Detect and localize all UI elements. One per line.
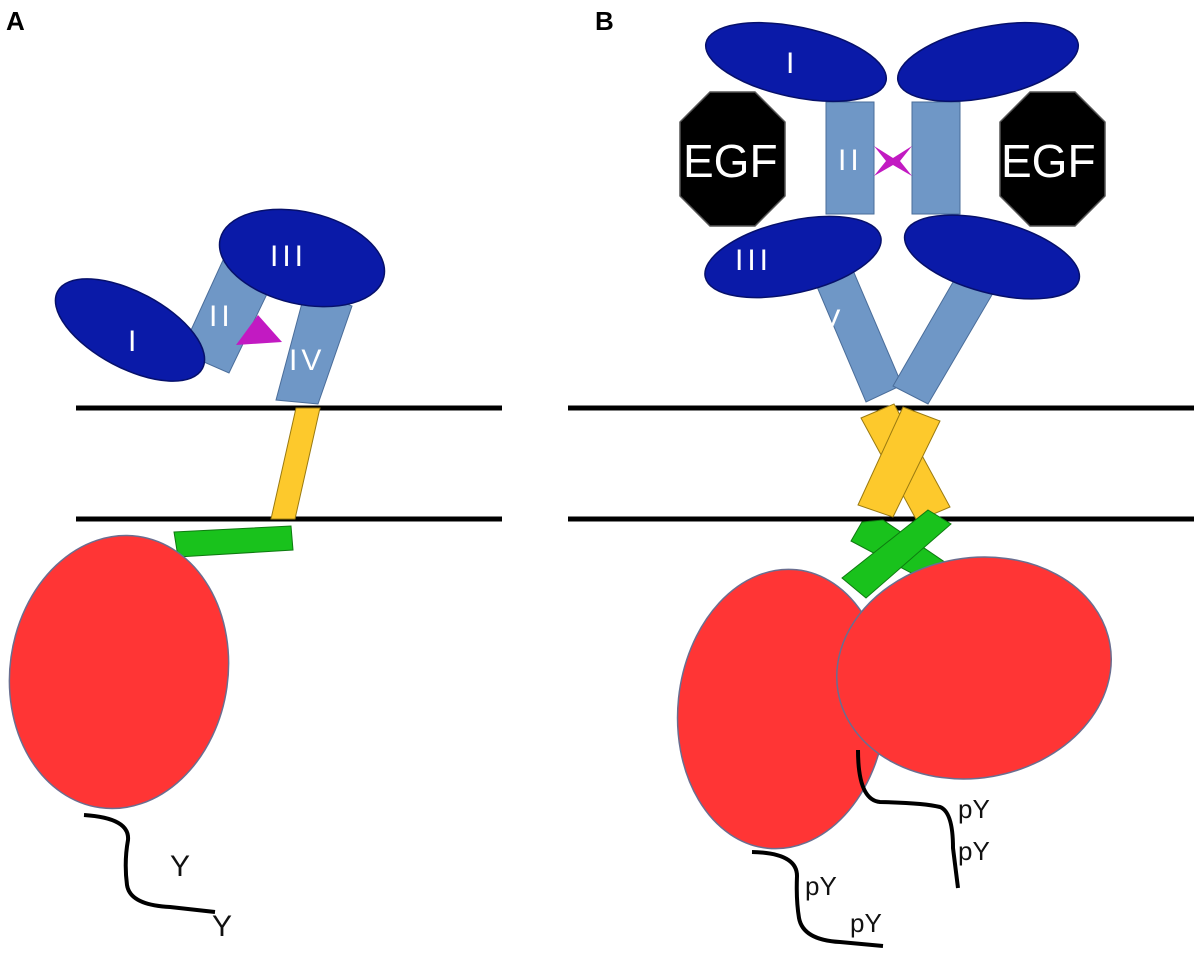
domain-ii-bar-right: [911, 101, 961, 215]
tyrosine-label: Y: [212, 910, 232, 943]
domain-i-ellipse: [54, 278, 206, 382]
juxtamembrane-segment: [173, 525, 294, 558]
domain-i-ellipse-left: [704, 22, 888, 102]
domain-iii-label: III: [735, 244, 772, 277]
domain-iv-label: IV: [808, 304, 844, 337]
phosphotyrosine-label: pY: [958, 836, 990, 866]
egf-ligand-label: EGF: [1001, 135, 1096, 187]
egf-ligand-right: [999, 91, 1106, 227]
transmembrane-helix-right: [857, 406, 941, 518]
domain-i-label: I: [786, 47, 798, 80]
phosphotyrosine-label: pY: [850, 908, 882, 938]
phosphotyrosine-label: pY: [805, 871, 837, 901]
c-terminal-tail-left: [751, 850, 884, 948]
panel-a: A I II III IV Y Y: [6, 6, 502, 943]
domain-ii-bar-left: [825, 101, 875, 215]
c-terminal-tail-right: [856, 749, 960, 889]
domain-iii-ellipse: [218, 208, 386, 308]
egf-ligand-label: EGF: [683, 135, 778, 187]
juxtamembrane-segment-right: [841, 509, 952, 599]
tyrosine-label: Y: [170, 850, 190, 883]
domain-ii-label: II: [209, 300, 234, 333]
domain-iii-ellipse-right: [903, 214, 1081, 300]
kinase-domain: [8, 534, 230, 810]
kinase-domain-right: [836, 556, 1112, 780]
domain-ii-label: II: [838, 144, 863, 177]
egf-ligand-left: [679, 91, 786, 227]
domain-i-label: I: [128, 325, 140, 358]
domain-iii-ellipse-left: [704, 215, 882, 299]
domain-iii-label: III: [270, 240, 307, 273]
dimerization-arm: [874, 146, 912, 176]
phosphotyrosine-label: pY: [958, 794, 990, 824]
domain-iv-label: IV: [289, 344, 325, 377]
transmembrane-helix: [270, 407, 321, 520]
panel-a-label: A: [6, 6, 25, 36]
domain-i-ellipse-right: [896, 22, 1080, 102]
tether-arm: [236, 315, 282, 345]
panel-b: B I II III: [568, 6, 1194, 948]
panel-b-label: B: [595, 6, 614, 36]
c-terminal-tail: [83, 813, 216, 914]
